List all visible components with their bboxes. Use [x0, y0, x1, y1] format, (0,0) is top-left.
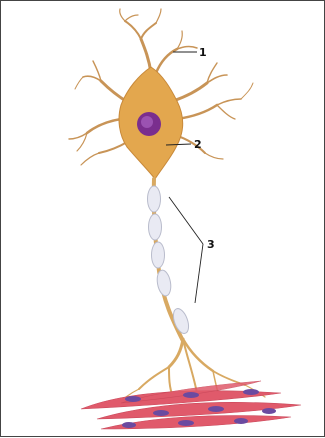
label-2: 2 — [194, 138, 202, 151]
label-1: 1 — [199, 46, 207, 59]
nucleus — [137, 112, 161, 136]
label-3: 3 — [207, 238, 215, 251]
